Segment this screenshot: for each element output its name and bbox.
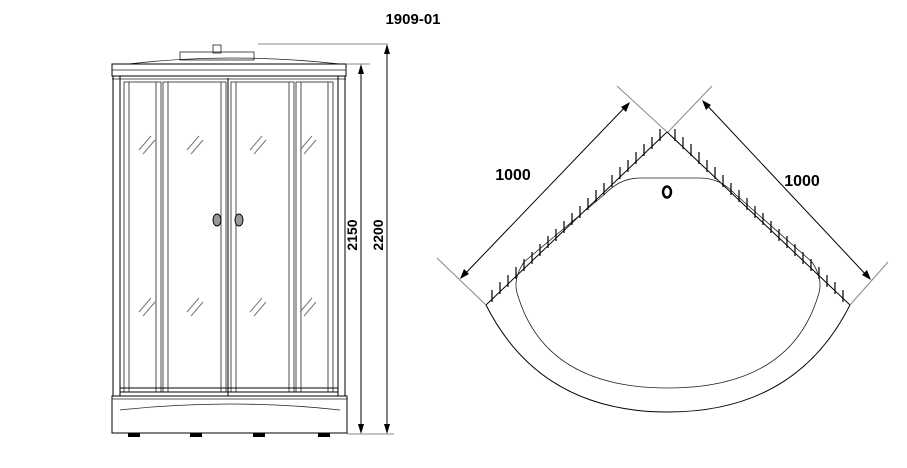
dimension-2150: 2150 [344,219,360,250]
bottom-rail [120,387,338,393]
left-wall-hatching [491,129,661,302]
sliding-doors [162,78,295,396]
right-side-dimension: 1000 [667,85,889,306]
glass-reflection-marks [138,135,317,317]
front-view [111,44,348,437]
roof-canopy [111,44,347,80]
dimension-2200: 2200 [370,219,386,250]
shower-tray [111,395,348,434]
dimension-left-1000: 1000 [495,167,531,184]
tray-outline [485,131,851,413]
drain-icon [661,185,673,199]
cabin-frame [112,76,346,396]
top-view: 1000 1000 [436,85,889,413]
tray-feet [128,433,330,437]
model-title: 1909-01 [385,11,440,28]
door-handles [212,213,244,227]
height-dimensions: 2150 2200 [258,43,394,435]
inner-basin [515,177,821,389]
left-side-dimension: 1000 [436,85,668,306]
dimension-right-1000: 1000 [784,173,820,190]
right-wall-hatching [674,129,844,302]
